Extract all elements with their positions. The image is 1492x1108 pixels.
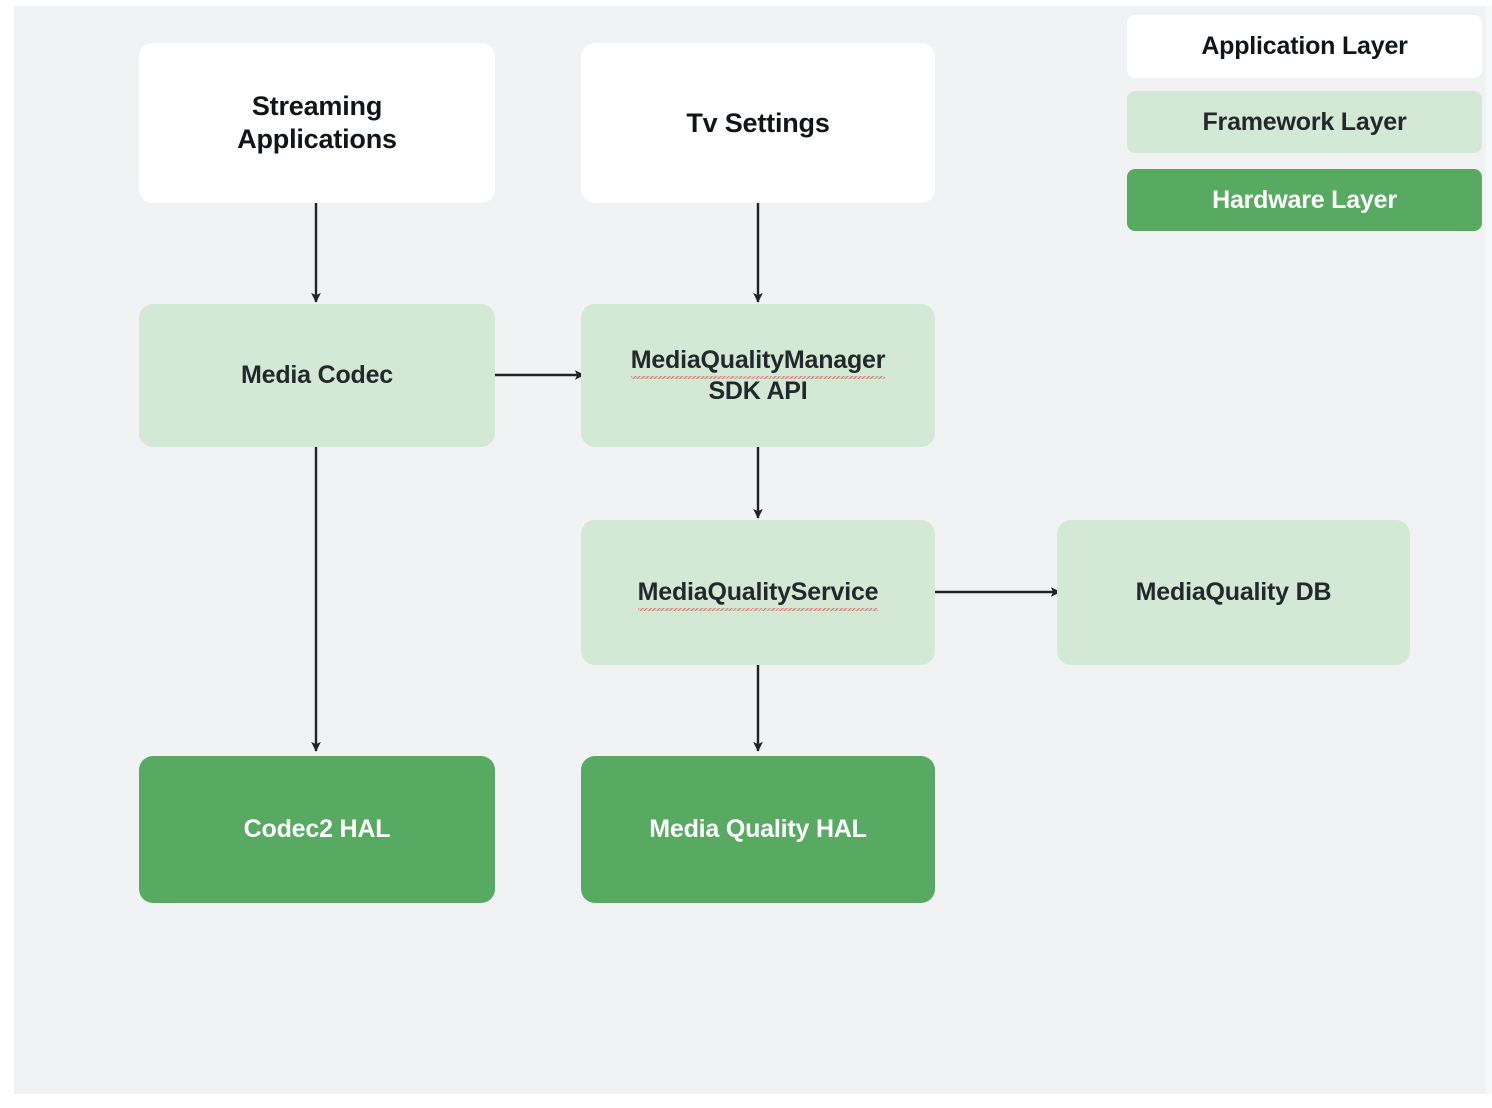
node-codec2-hal[interactable]: Codec2 HAL (139, 756, 495, 903)
diagram-canvas: Streaming Applications Tv Settings Media… (14, 6, 1492, 1094)
node-label: Tv Settings (686, 107, 830, 138)
node-label: MediaQuality DB (1135, 578, 1332, 607)
node-label: Media Quality HAL (649, 815, 867, 844)
node-label: MediaQualityManager SDK API (630, 346, 886, 405)
legend-item-hardware-layer[interactable]: Hardware Layer (1127, 169, 1482, 231)
legend-item-framework-layer[interactable]: Framework Layer (1127, 91, 1482, 153)
node-media-quality-hal[interactable]: Media Quality HAL (581, 756, 935, 903)
node-label: Codec2 HAL (243, 815, 391, 844)
node-label: MediaQualityService (628, 577, 889, 611)
page-right-margin (1486, 6, 1492, 1094)
node-media-codec[interactable]: Media Codec (139, 304, 495, 447)
legend-label: Framework Layer (1202, 107, 1407, 136)
node-mediaqualitymanager-sdk-api[interactable]: MediaQualityManager SDK API (581, 304, 935, 447)
page-top-margin (0, 0, 16, 7)
node-tv-settings[interactable]: Tv Settings (581, 43, 935, 203)
legend-label: Hardware Layer (1212, 185, 1397, 214)
node-label: Streaming Applications (237, 91, 397, 154)
node-mediaquality-db[interactable]: MediaQuality DB (1057, 520, 1410, 665)
node-label-misspelled-word: MediaQualityManager (630, 346, 886, 378)
node-streaming-applications[interactable]: Streaming Applications (139, 43, 495, 203)
node-label: Media Codec (241, 361, 393, 390)
node-mediaqualityservice[interactable]: MediaQualityService (581, 520, 935, 665)
legend-label: Application Layer (1201, 32, 1408, 60)
node-label-misspelled-word: MediaQualityService (637, 578, 879, 611)
legend-item-application-layer[interactable]: Application Layer (1127, 15, 1482, 78)
